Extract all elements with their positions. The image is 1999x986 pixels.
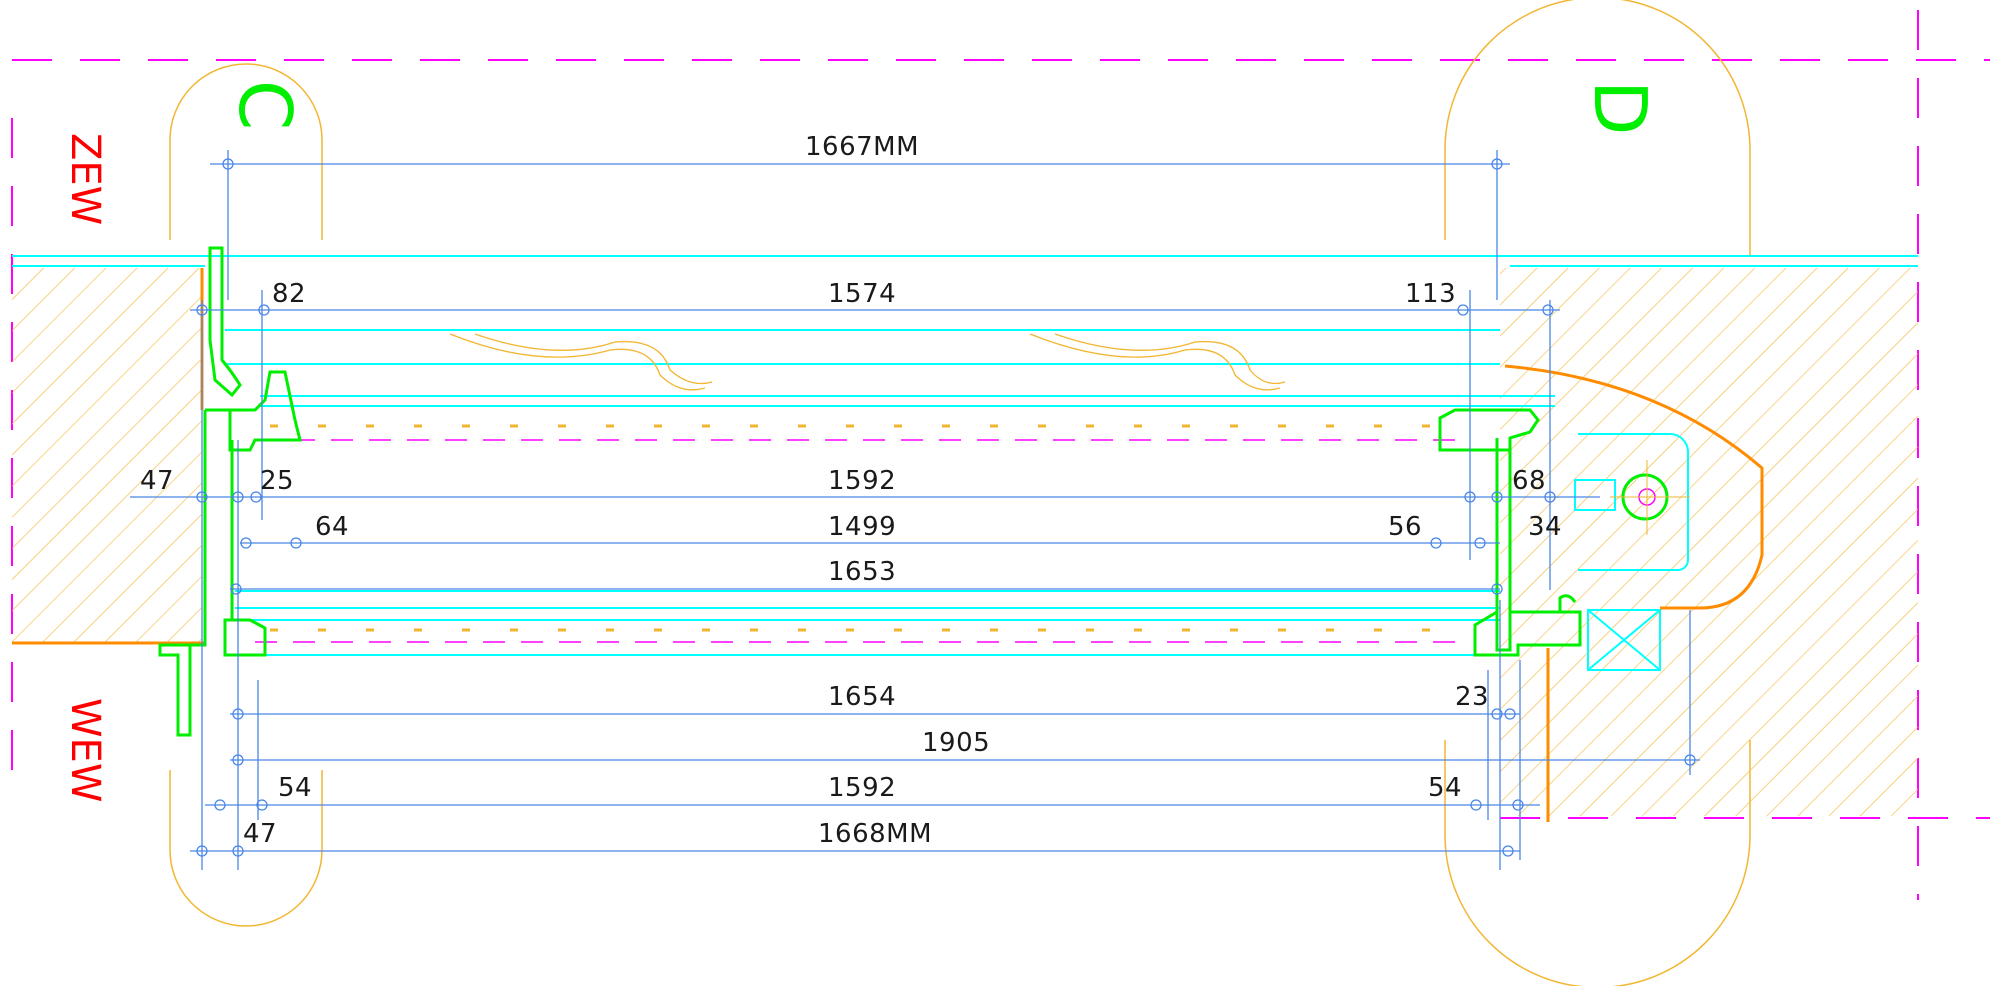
dim-tick — [1491, 491, 1503, 503]
dim-label-47-bottom: 47 — [243, 819, 277, 849]
dim-label-1667mm: 1667MM — [805, 132, 919, 162]
window-profiles — [158, 246, 1582, 737]
bracket-plate — [1574, 479, 1616, 511]
profile-left-outer — [158, 410, 207, 737]
wall-hatching — [12, 268, 1918, 816]
dim-label-23: 23 — [1455, 682, 1489, 712]
column-c-top — [169, 63, 323, 240]
axis-lines — [11, 10, 1990, 900]
profile-right-bottom — [1473, 610, 1582, 657]
dim-tick — [1491, 158, 1503, 170]
dim-tick — [196, 845, 208, 857]
wall-right-block — [1500, 268, 1918, 816]
dim-tick — [290, 537, 302, 549]
dim-label-64: 64 — [315, 512, 349, 542]
frame-lines — [205, 255, 1689, 671]
dim-label-1653: 1653 — [828, 557, 896, 587]
dim-tick — [1457, 304, 1469, 316]
dim-tick — [1542, 304, 1554, 316]
profile-right-ear — [1558, 594, 1577, 612]
wood-grain-4 — [1054, 333, 1286, 385]
dim-label-56: 56 — [1388, 512, 1422, 542]
dim-label-1654: 1654 — [828, 682, 896, 712]
dim-tick — [1470, 799, 1482, 811]
dimension-ticks — [196, 158, 1696, 857]
profile-right-side — [1495, 438, 1512, 652]
dim-label-82: 82 — [272, 279, 306, 309]
grid-label-d: D — [1578, 80, 1662, 135]
column-d-bottom — [1444, 740, 1751, 986]
dim-label-113: 113 — [1405, 279, 1456, 309]
dim-tick — [1544, 491, 1556, 503]
dim-label-54-right: 54 — [1428, 773, 1462, 803]
dim-label-25: 25 — [260, 466, 294, 496]
side-label-wew: WEW — [62, 698, 108, 802]
wall-outlines — [12, 255, 1918, 267]
cross-box-diag-2 — [1587, 609, 1661, 671]
wood-grain-3 — [1029, 333, 1281, 391]
dim-label-34: 34 — [1528, 512, 1562, 542]
dim-tick — [1464, 491, 1476, 503]
dim-tick — [258, 304, 270, 316]
wall-edge-curve — [1504, 364, 1764, 610]
dim-label-1499: 1499 — [828, 512, 896, 542]
dim-tick — [222, 158, 234, 170]
dim-tick — [214, 799, 226, 811]
dim-label-54-left: 54 — [278, 773, 312, 803]
dim-label-1592: 1592 — [828, 466, 896, 496]
dim-label-1905: 1905 — [922, 728, 990, 758]
side-label-zew: ZEW — [62, 133, 108, 225]
dim-tick — [1430, 537, 1442, 549]
column-c-bottom — [169, 770, 323, 927]
column-outlines — [169, 0, 1751, 986]
wall-left-upper — [12, 268, 202, 643]
column-d-top — [1444, 0, 1751, 255]
dim-tick — [1684, 754, 1696, 766]
right-fitting — [1610, 460, 1690, 535]
cross-box — [1587, 609, 1661, 671]
glazing-beads — [270, 424, 1440, 632]
wood-grain — [449, 333, 1286, 391]
dim-tick — [240, 537, 252, 549]
dim-tick — [232, 708, 244, 720]
dim-tick — [232, 845, 244, 857]
wood-grain-2 — [474, 333, 713, 385]
dim-tick — [1491, 708, 1503, 720]
dim-tick — [256, 799, 268, 811]
dim-label-68: 68 — [1512, 466, 1546, 496]
dim-tick — [196, 304, 208, 316]
dim-label-1592-bottom: 1592 — [828, 773, 896, 803]
dim-tick — [1512, 799, 1524, 811]
dim-tick — [1474, 537, 1486, 549]
dim-tick — [1491, 583, 1503, 595]
profile-right-top — [1438, 408, 1540, 452]
blind-box — [1578, 433, 1689, 571]
profile-left-bottom — [223, 618, 267, 657]
dimension-labels: 1667MM 82 1574 113 47 25 1592 68 64 1499… — [140, 132, 1562, 849]
dim-tick — [232, 491, 244, 503]
dim-label-47: 47 — [140, 466, 174, 496]
dim-tick — [1504, 708, 1516, 720]
dim-tick — [230, 583, 242, 595]
wood-grain-1 — [449, 333, 706, 391]
dim-tick — [196, 491, 208, 503]
dimension-lines — [130, 150, 1700, 870]
dim-tick — [250, 491, 262, 503]
dim-label-1668mm: 1668MM — [818, 819, 932, 849]
dim-tick — [232, 754, 244, 766]
dim-label-1574: 1574 — [828, 279, 896, 309]
grid-label-c: C — [223, 80, 307, 130]
dim-tick — [1502, 845, 1514, 857]
profile-left-hook — [208, 246, 242, 398]
